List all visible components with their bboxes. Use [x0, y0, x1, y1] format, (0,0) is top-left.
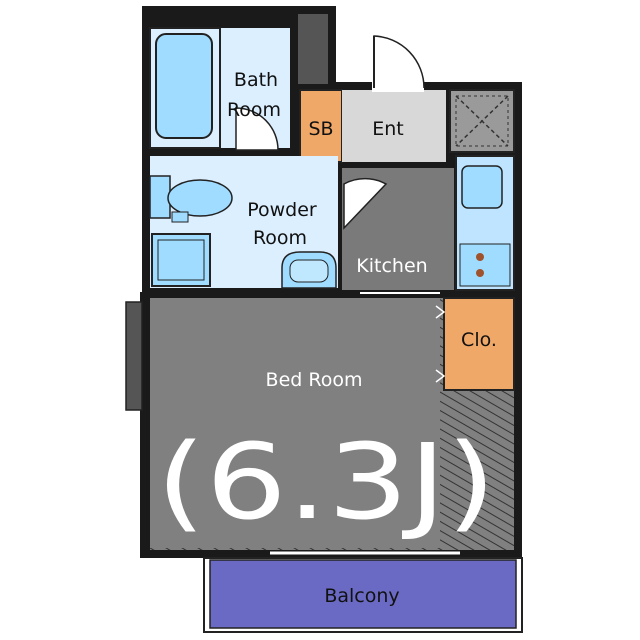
balcony-floor	[209, 559, 517, 629]
bedroom-size-label: (6.3J)	[156, 421, 496, 543]
entry-label: Ent	[372, 118, 404, 140]
powder-room-label-2: Room	[253, 227, 307, 249]
bathtub	[155, 33, 213, 139]
toilet-base	[171, 211, 189, 223]
burner-icon	[476, 269, 484, 277]
closet	[443, 297, 515, 391]
storage-inner	[455, 95, 509, 147]
bath-pipe-shaft	[298, 14, 328, 84]
burner-icon	[476, 253, 484, 261]
bath-door-swing	[235, 107, 279, 151]
storage-x-2	[455, 95, 509, 147]
shoe-box	[299, 89, 343, 163]
kitchen-label: Kitchen	[356, 255, 427, 277]
closet-door-marks	[435, 369, 446, 383]
stove	[459, 243, 511, 287]
entry-area	[342, 90, 446, 162]
toilet-bowl	[167, 179, 233, 217]
washing-machine-pan	[151, 233, 211, 287]
entry-door-swing	[373, 35, 425, 89]
washbasin-bowl	[289, 259, 329, 283]
sb-label: SB	[308, 118, 333, 140]
bath-room-label-2: Room	[227, 99, 281, 121]
kitchen-sink	[461, 165, 503, 209]
washing-machine-inner	[157, 239, 205, 281]
left-window	[125, 301, 143, 411]
toilet-tank	[149, 175, 171, 219]
bathtub-outline	[149, 27, 221, 149]
balcony-label: Balcony	[324, 585, 399, 607]
closet-label: Clo.	[461, 329, 497, 351]
bedroom-floor-solid	[150, 298, 440, 548]
bath-room-label-1: Bath	[234, 69, 278, 91]
powder-door-swing	[343, 177, 388, 230]
powder-room-label-1: Powder	[247, 199, 317, 221]
closet-door-marks	[435, 305, 446, 319]
bedroom-label: Bed Room	[266, 369, 363, 391]
